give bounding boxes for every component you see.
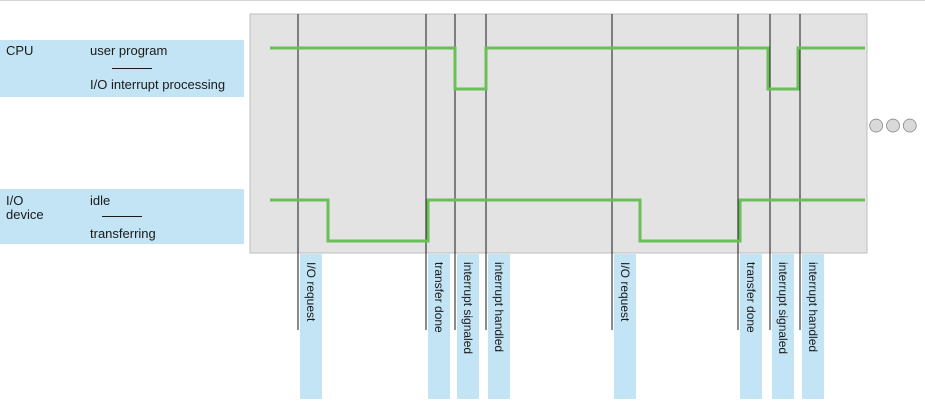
io-name-line1: I/O bbox=[6, 193, 24, 208]
timing-panel bbox=[249, 13, 868, 254]
event-tag bbox=[457, 254, 479, 399]
event-tag bbox=[428, 254, 450, 399]
cpu-low-state: I/O interrupt processing bbox=[90, 77, 226, 92]
top-rule bbox=[0, 0, 925, 1]
cpu-state-divider bbox=[112, 68, 152, 69]
event-tag bbox=[772, 254, 794, 399]
event-label: transfer done bbox=[744, 262, 758, 333]
io-name-line2: device bbox=[6, 207, 44, 222]
cpu-signal-trace bbox=[270, 46, 865, 91]
event-label: interrupt signaled bbox=[461, 262, 475, 354]
io-state-divider bbox=[102, 216, 142, 217]
io-low-state: transferring bbox=[90, 226, 156, 241]
io-signal-trace bbox=[270, 198, 865, 243]
cpu-name: CPU bbox=[6, 43, 34, 58]
cpu-label-box: CPU user program I/O interrupt processin… bbox=[0, 40, 244, 97]
io-high-state: idle bbox=[90, 193, 111, 208]
event-label: transfer done bbox=[432, 262, 446, 333]
io-label-box: I/O device idle transferring bbox=[0, 189, 244, 244]
cpu-high-state: user program bbox=[90, 43, 168, 58]
event-label: I/O request bbox=[304, 262, 318, 322]
event-label: interrupt handled bbox=[492, 262, 506, 352]
event-tag bbox=[300, 254, 322, 399]
event-label: I/O request bbox=[618, 262, 632, 322]
event-tag bbox=[488, 254, 510, 399]
event-label: interrupt handled bbox=[806, 262, 820, 352]
event-tag bbox=[614, 254, 636, 399]
continuation-dots: ●●● bbox=[869, 115, 920, 135]
event-tag bbox=[740, 254, 762, 399]
event-label: interrupt signaled bbox=[776, 262, 790, 354]
event-tag bbox=[802, 254, 824, 399]
